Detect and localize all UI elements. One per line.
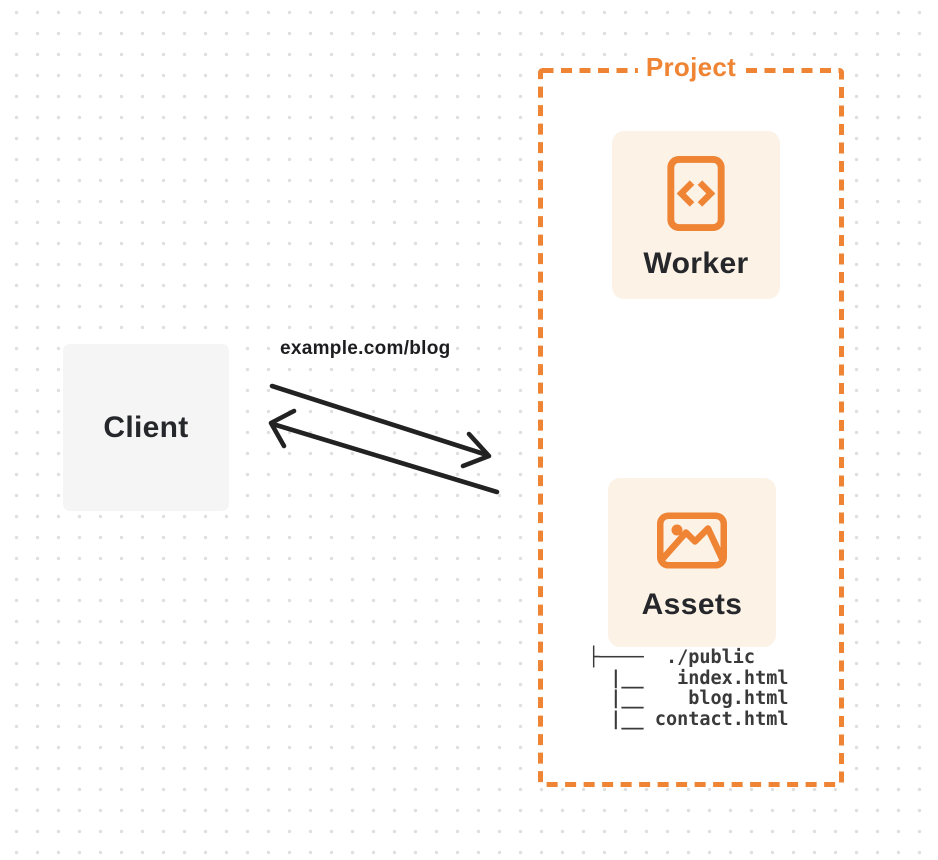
- response-arrow: [268, 408, 500, 495]
- client-box: Client: [63, 344, 229, 511]
- worker-card: Worker: [612, 131, 780, 299]
- client-label: Client: [103, 410, 189, 444]
- worker-label: Worker: [643, 247, 749, 280]
- request-url-label: example.com/blog: [280, 338, 451, 359]
- assets-card: Assets: [608, 478, 776, 647]
- code-document-icon: [667, 156, 725, 231]
- request-arrow: [269, 383, 492, 469]
- project-label: Project: [637, 51, 745, 83]
- image-icon: [657, 512, 727, 569]
- assets-file-tree: ├──── ./public |__ index.html |__ blog.h…: [588, 647, 789, 730]
- project-box: Project Worker Assets ├──── ./public |_: [538, 51, 844, 787]
- request-response-arrows: [268, 383, 500, 495]
- assets-label: Assets: [641, 588, 743, 621]
